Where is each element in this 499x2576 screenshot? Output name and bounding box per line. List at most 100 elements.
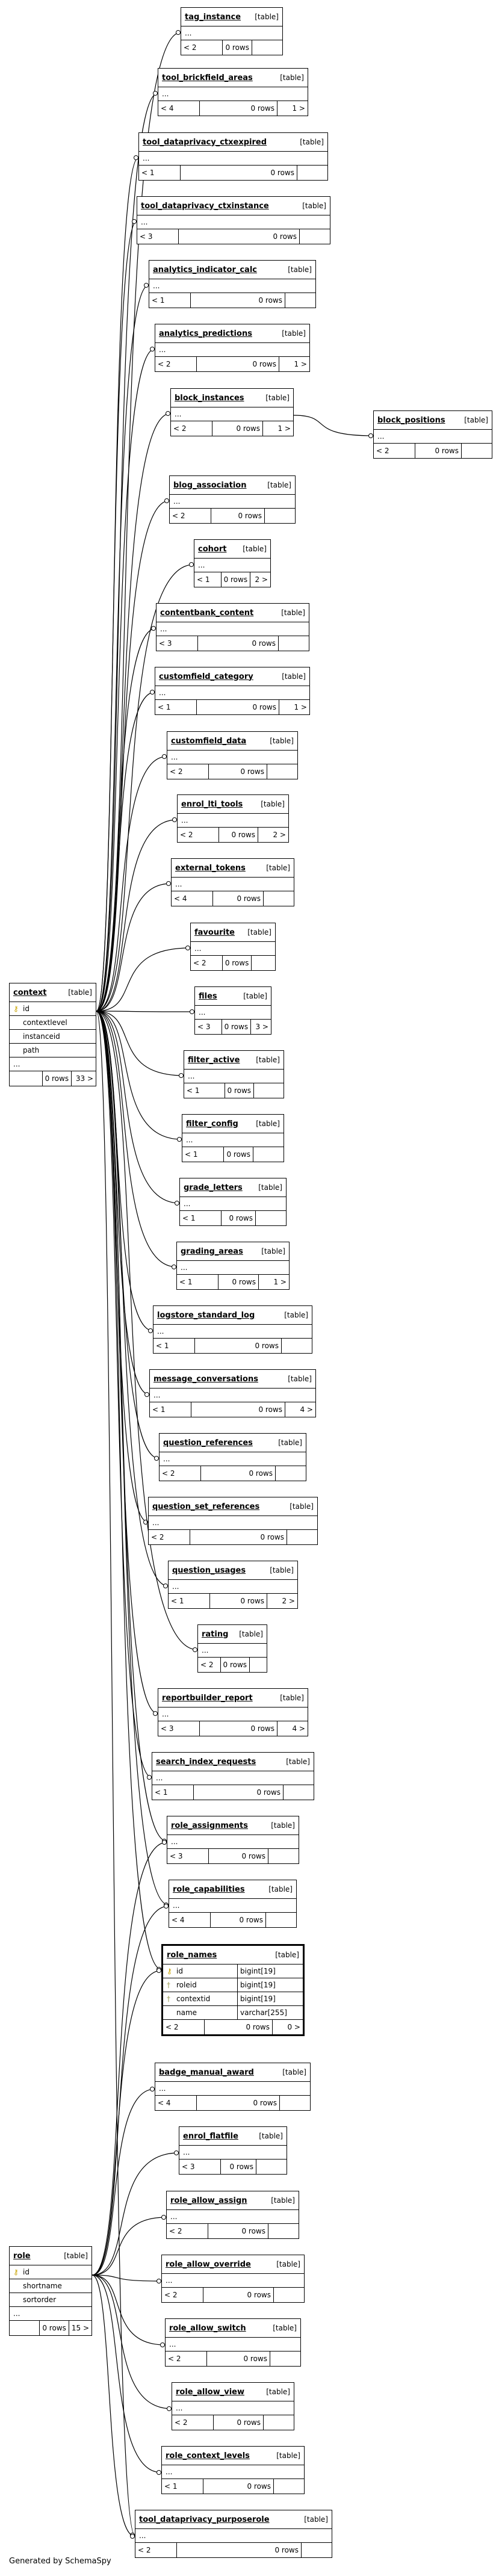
table-name[interactable]: contentbank_content (160, 608, 254, 618)
table-name[interactable]: grading_areas (181, 1246, 243, 1256)
parent-count[interactable]: < 2 (160, 1466, 201, 1481)
child-count[interactable] (297, 166, 327, 180)
table-name[interactable]: logstore_standard_log (157, 1310, 255, 1320)
parent-count[interactable]: < 4 (158, 101, 200, 116)
parent-count[interactable]: < 2 (172, 2415, 214, 2430)
parent-count[interactable]: < 4 (169, 1913, 211, 1927)
table-name[interactable]: customfield_category (159, 672, 253, 681)
child-count[interactable] (265, 509, 295, 523)
parent-count[interactable]: < 3 (158, 1721, 200, 1736)
table-name[interactable]: role_allow_override (166, 2259, 251, 2269)
table-name[interactable]: enrol_lti_tools (181, 799, 243, 809)
parent-count[interactable]: < 1 (194, 572, 222, 587)
table-name[interactable]: grade_letters (184, 1183, 243, 1192)
parent-count[interactable]: < 2 (167, 2224, 208, 2238)
parent-count[interactable]: < 1 (182, 1147, 224, 1162)
child-count[interactable]: 4 > (292, 1724, 305, 1733)
table-name[interactable]: role_allow_view (176, 2387, 244, 2397)
table-name[interactable]: question_references (163, 1438, 253, 1447)
column-row[interactable]: sortorder (10, 2293, 91, 2307)
parent-count[interactable] (10, 2321, 40, 2335)
parent-count[interactable]: < 1 (152, 1785, 194, 1800)
parent-count[interactable]: < 4 (172, 891, 213, 906)
child-count[interactable] (276, 1466, 306, 1481)
parent-count[interactable]: < 3 (157, 636, 198, 651)
child-count[interactable]: 2 > (255, 575, 268, 584)
child-count[interactable] (250, 1658, 267, 1672)
child-count[interactable] (279, 636, 309, 651)
table-name[interactable]: analytics_indicator_calc (153, 265, 257, 274)
parent-count[interactable]: < 1 (177, 1275, 219, 1289)
child-count[interactable] (280, 2096, 310, 2110)
parent-count[interactable]: < 2 (135, 2543, 177, 2557)
parent-count[interactable]: < 3 (195, 1020, 222, 1034)
child-count[interactable] (284, 1785, 314, 1800)
table-name[interactable]: customfield_data (171, 736, 247, 746)
table-name[interactable]: files (199, 991, 217, 1001)
table-name[interactable]: external_tokens (175, 863, 246, 873)
parent-count[interactable]: < 3 (179, 2160, 221, 2174)
table-name[interactable]: cohort (198, 544, 227, 554)
child-count[interactable]: 1 > (273, 1278, 287, 1286)
table-name[interactable]: role_capabilities (173, 1884, 245, 1894)
parent-count[interactable]: < 3 (167, 1849, 209, 1863)
parent-count[interactable]: < 2 (181, 40, 223, 55)
table-name[interactable]: question_set_references (152, 1502, 260, 1511)
parent-count[interactable]: < 1 (169, 1594, 210, 1608)
parent-count[interactable]: < 1 (149, 293, 191, 308)
child-count[interactable] (302, 2543, 332, 2557)
child-count[interactable] (256, 1211, 286, 1225)
parent-count[interactable]: < 3 (137, 229, 179, 244)
table-name[interactable]: filter_active (188, 1055, 240, 1065)
table-tool-dataprivacy-ctxinstance[interactable]: tool_dataprivacy_ctxinstance[table]...< … (137, 196, 330, 244)
child-count[interactable]: 33 > (75, 1074, 93, 1083)
column-row[interactable]: instanceid (10, 1030, 96, 1044)
table-name[interactable]: block_instances (175, 393, 244, 403)
child-count[interactable] (264, 2415, 294, 2430)
parent-count[interactable]: < 2 (155, 357, 197, 371)
child-count[interactable] (253, 1147, 284, 1162)
table-name[interactable]: context (13, 988, 47, 997)
parent-count[interactable]: < 1 (184, 1083, 225, 1098)
child-count[interactable] (264, 891, 294, 906)
table-name[interactable]: filter_config (186, 1119, 238, 1129)
child-count[interactable]: 4 > (300, 1405, 313, 1414)
child-count[interactable] (266, 1913, 296, 1927)
child-count[interactable] (285, 293, 315, 308)
table-name[interactable]: blog_association (173, 480, 247, 490)
parent-count[interactable]: < 2 (191, 956, 223, 970)
table-name[interactable]: role_allow_assign (170, 2196, 247, 2205)
child-count[interactable] (252, 40, 282, 55)
child-count[interactable] (282, 1339, 312, 1353)
child-count[interactable] (274, 2479, 304, 2494)
table-name[interactable]: message_conversations (153, 1374, 258, 1384)
parent-count[interactable]: < 2 (162, 2288, 203, 2302)
child-count[interactable]: 0 > (287, 2023, 300, 2031)
child-count[interactable]: 1 > (277, 424, 291, 433)
child-count[interactable] (287, 1530, 317, 1544)
table-name[interactable]: tag_instance (185, 12, 241, 22)
child-count[interactable] (270, 2352, 300, 2366)
